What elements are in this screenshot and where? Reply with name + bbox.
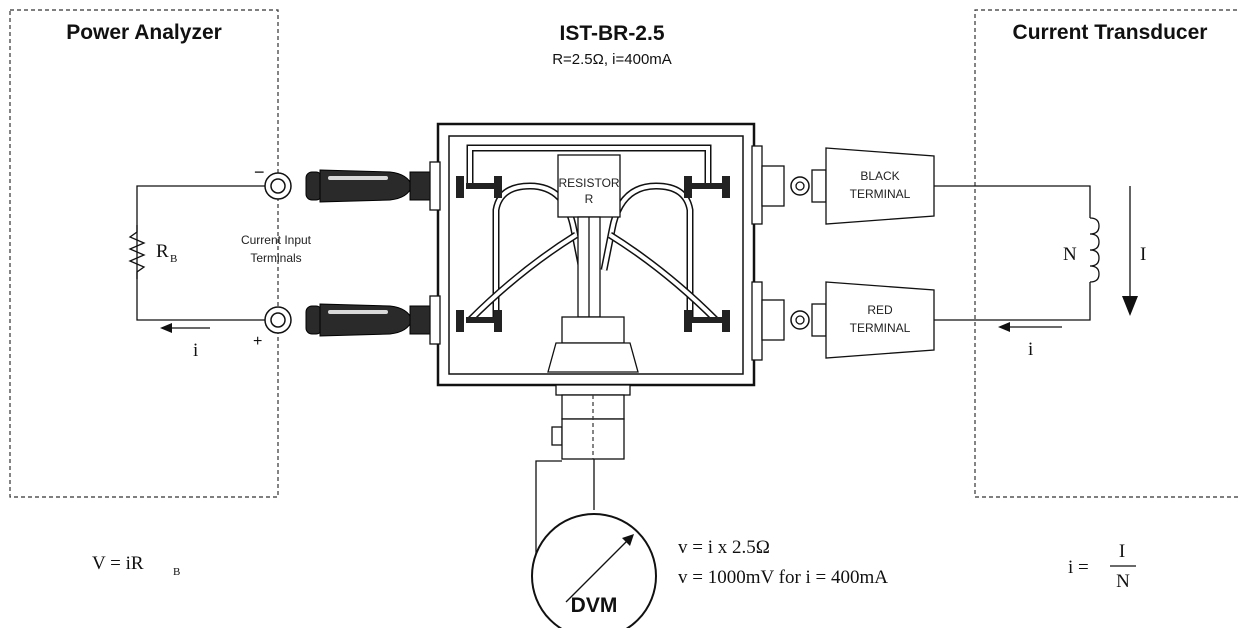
transducer-circuit [934, 185, 1138, 332]
black-terminal-body [825, 147, 935, 225]
minus-sign: − [254, 162, 265, 182]
right-equation-lhs: i = [1068, 557, 1089, 578]
power-analyzer-title: Power Analyzer [66, 21, 222, 44]
burden-resistor [128, 225, 146, 279]
red-terminal-line2: TERMINAL [850, 321, 911, 335]
black-plug [761, 165, 827, 207]
black-terminal-line1: BLACK [860, 169, 899, 183]
big-current-arrow [1122, 296, 1138, 316]
red-terminal-line1: RED [867, 303, 893, 317]
right-equation-numerator: I [1119, 541, 1125, 562]
left-equation-subscript: B [173, 566, 180, 578]
power-analyzer-circuit [128, 185, 266, 333]
banana-plug-top [305, 169, 435, 203]
black-terminal-line2: TERMINAL [850, 187, 911, 201]
resistor-component [557, 154, 621, 318]
red-plug [761, 299, 827, 341]
burden-resistor-label: R [156, 241, 169, 262]
power-analyzer-boundary [9, 9, 279, 498]
internal-posts [456, 176, 730, 332]
terminals-label-line2: Terminals [250, 251, 301, 265]
dvm-label: DVM [571, 594, 618, 617]
dvm-wiring [535, 459, 595, 580]
right-equation-denominator: N [1116, 571, 1130, 592]
plus-sign: + [253, 333, 262, 350]
turns-label: N [1063, 244, 1077, 265]
banana-plug-bottom [305, 303, 435, 337]
current-arrow-left [160, 323, 172, 333]
big-current-label: I [1140, 244, 1146, 265]
input-terminal-minus [264, 172, 292, 200]
dvm-meter [531, 513, 657, 628]
current-transducer-title: Current Transducer [1013, 21, 1208, 44]
resistor-label-line1: RESISTOR [558, 176, 619, 190]
left-current-label: i [193, 340, 198, 361]
mid-equation-1: v = i x 2.5Ω [678, 537, 770, 558]
mid-equation-2: v = 1000mV for i = 400mA [678, 567, 888, 588]
coil-inductor [1089, 217, 1100, 283]
device-title: IST-BR-2.5 [559, 22, 664, 45]
left-equation: V = iR [92, 553, 144, 574]
bnc-connector [547, 316, 639, 460]
current-arrow-right [998, 322, 1010, 332]
resistor-label-line2: R [585, 192, 594, 206]
dvm-needle-arrow [622, 534, 634, 546]
device-subtitle: R=2.5Ω, i=400mA [552, 51, 672, 68]
red-terminal-body [825, 281, 935, 359]
input-terminal-plus [264, 306, 292, 334]
burden-resistor-subscript: B [170, 253, 177, 265]
terminals-label-line1: Current Input [241, 233, 312, 247]
current-transducer-boundary [974, 9, 1238, 498]
right-current-label: i [1028, 339, 1033, 360]
